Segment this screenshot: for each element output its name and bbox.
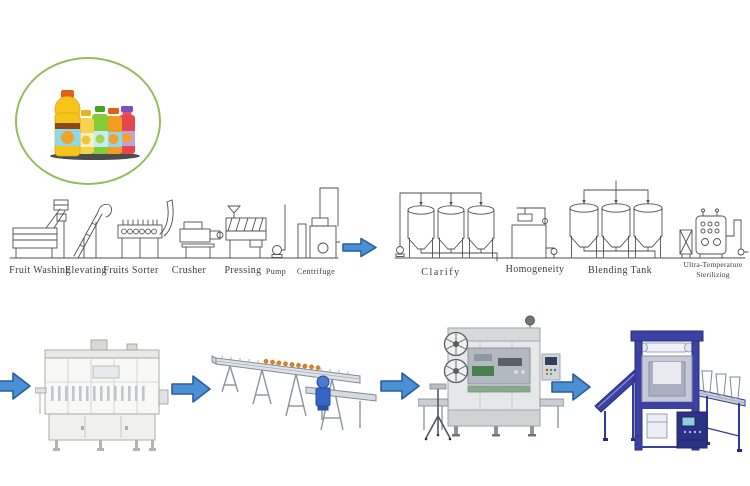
bottle-conveyor-icon bbox=[211, 355, 377, 431]
stage-label-crusher: Crusher bbox=[171, 265, 207, 276]
blending-tanks-icon bbox=[569, 180, 663, 259]
product-photo-circle bbox=[15, 57, 161, 185]
stage-label-pump: Pump bbox=[265, 267, 287, 276]
flow-arrow-2-icon bbox=[171, 375, 211, 403]
filling-machine-icon bbox=[35, 339, 169, 451]
preprocessing-lineart bbox=[9, 187, 340, 259]
shrink-control-cabinet bbox=[676, 411, 708, 449]
stage-label-fruits-sorter: Fruits Sorter bbox=[103, 265, 159, 276]
red-juice-bottle bbox=[119, 106, 135, 154]
flow-arrow-3-icon bbox=[380, 372, 420, 400]
tanks-lineart bbox=[394, 180, 749, 262]
labeling-machine-icon bbox=[418, 315, 564, 441]
floor-stand bbox=[424, 383, 452, 441]
large-yellow-juice-bottle bbox=[54, 90, 81, 157]
stage-label-blending-tank: Blending Tank bbox=[587, 265, 653, 276]
bottle-guides bbox=[701, 370, 741, 399]
stage-label-homogeneity: Homogeneity bbox=[505, 264, 565, 275]
flow-arrow-1-icon bbox=[0, 372, 31, 400]
crusher-icon bbox=[179, 221, 224, 259]
flow-arrow-top-icon bbox=[342, 237, 377, 258]
stage-label-sterilizing: Sterilizing bbox=[696, 270, 730, 279]
homogenizer-icon bbox=[511, 207, 558, 259]
stage-label-centrifuge: Centrifuge bbox=[296, 267, 336, 276]
flow-arrow-4-icon bbox=[551, 373, 591, 401]
stage-label-fruit-washing: Fruit Washing bbox=[9, 265, 71, 276]
juice-bottles-icon bbox=[50, 90, 140, 160]
centrifuge-icon bbox=[297, 187, 340, 259]
uht-sterilizer-icon bbox=[679, 208, 749, 259]
shrink-wrap-machine-icon bbox=[594, 330, 746, 452]
stage-label-clarify: Clarify bbox=[421, 267, 461, 278]
label-film-reels bbox=[443, 331, 469, 384]
clarify-tanks-icon bbox=[395, 192, 498, 262]
fruit-sorter-icon bbox=[117, 199, 174, 259]
green-juice-bottle bbox=[92, 106, 108, 154]
press-icon bbox=[225, 205, 267, 259]
elevator-icon bbox=[73, 203, 113, 259]
stage-label-ultra-temperature: Ultra-Temperature bbox=[683, 260, 743, 269]
control-panel bbox=[541, 353, 561, 381]
bottles-on-conveyor bbox=[263, 358, 321, 371]
yellow-juice-bottle bbox=[78, 110, 94, 154]
pump-icon bbox=[271, 204, 286, 258]
conveyor-pump bbox=[315, 375, 331, 411]
orange-juice-bottle bbox=[105, 108, 122, 154]
stage-label-elevating: Elevating bbox=[65, 265, 107, 276]
fruit-washer-icon bbox=[12, 199, 69, 259]
stage-label-pressing: Pressing bbox=[224, 265, 262, 276]
